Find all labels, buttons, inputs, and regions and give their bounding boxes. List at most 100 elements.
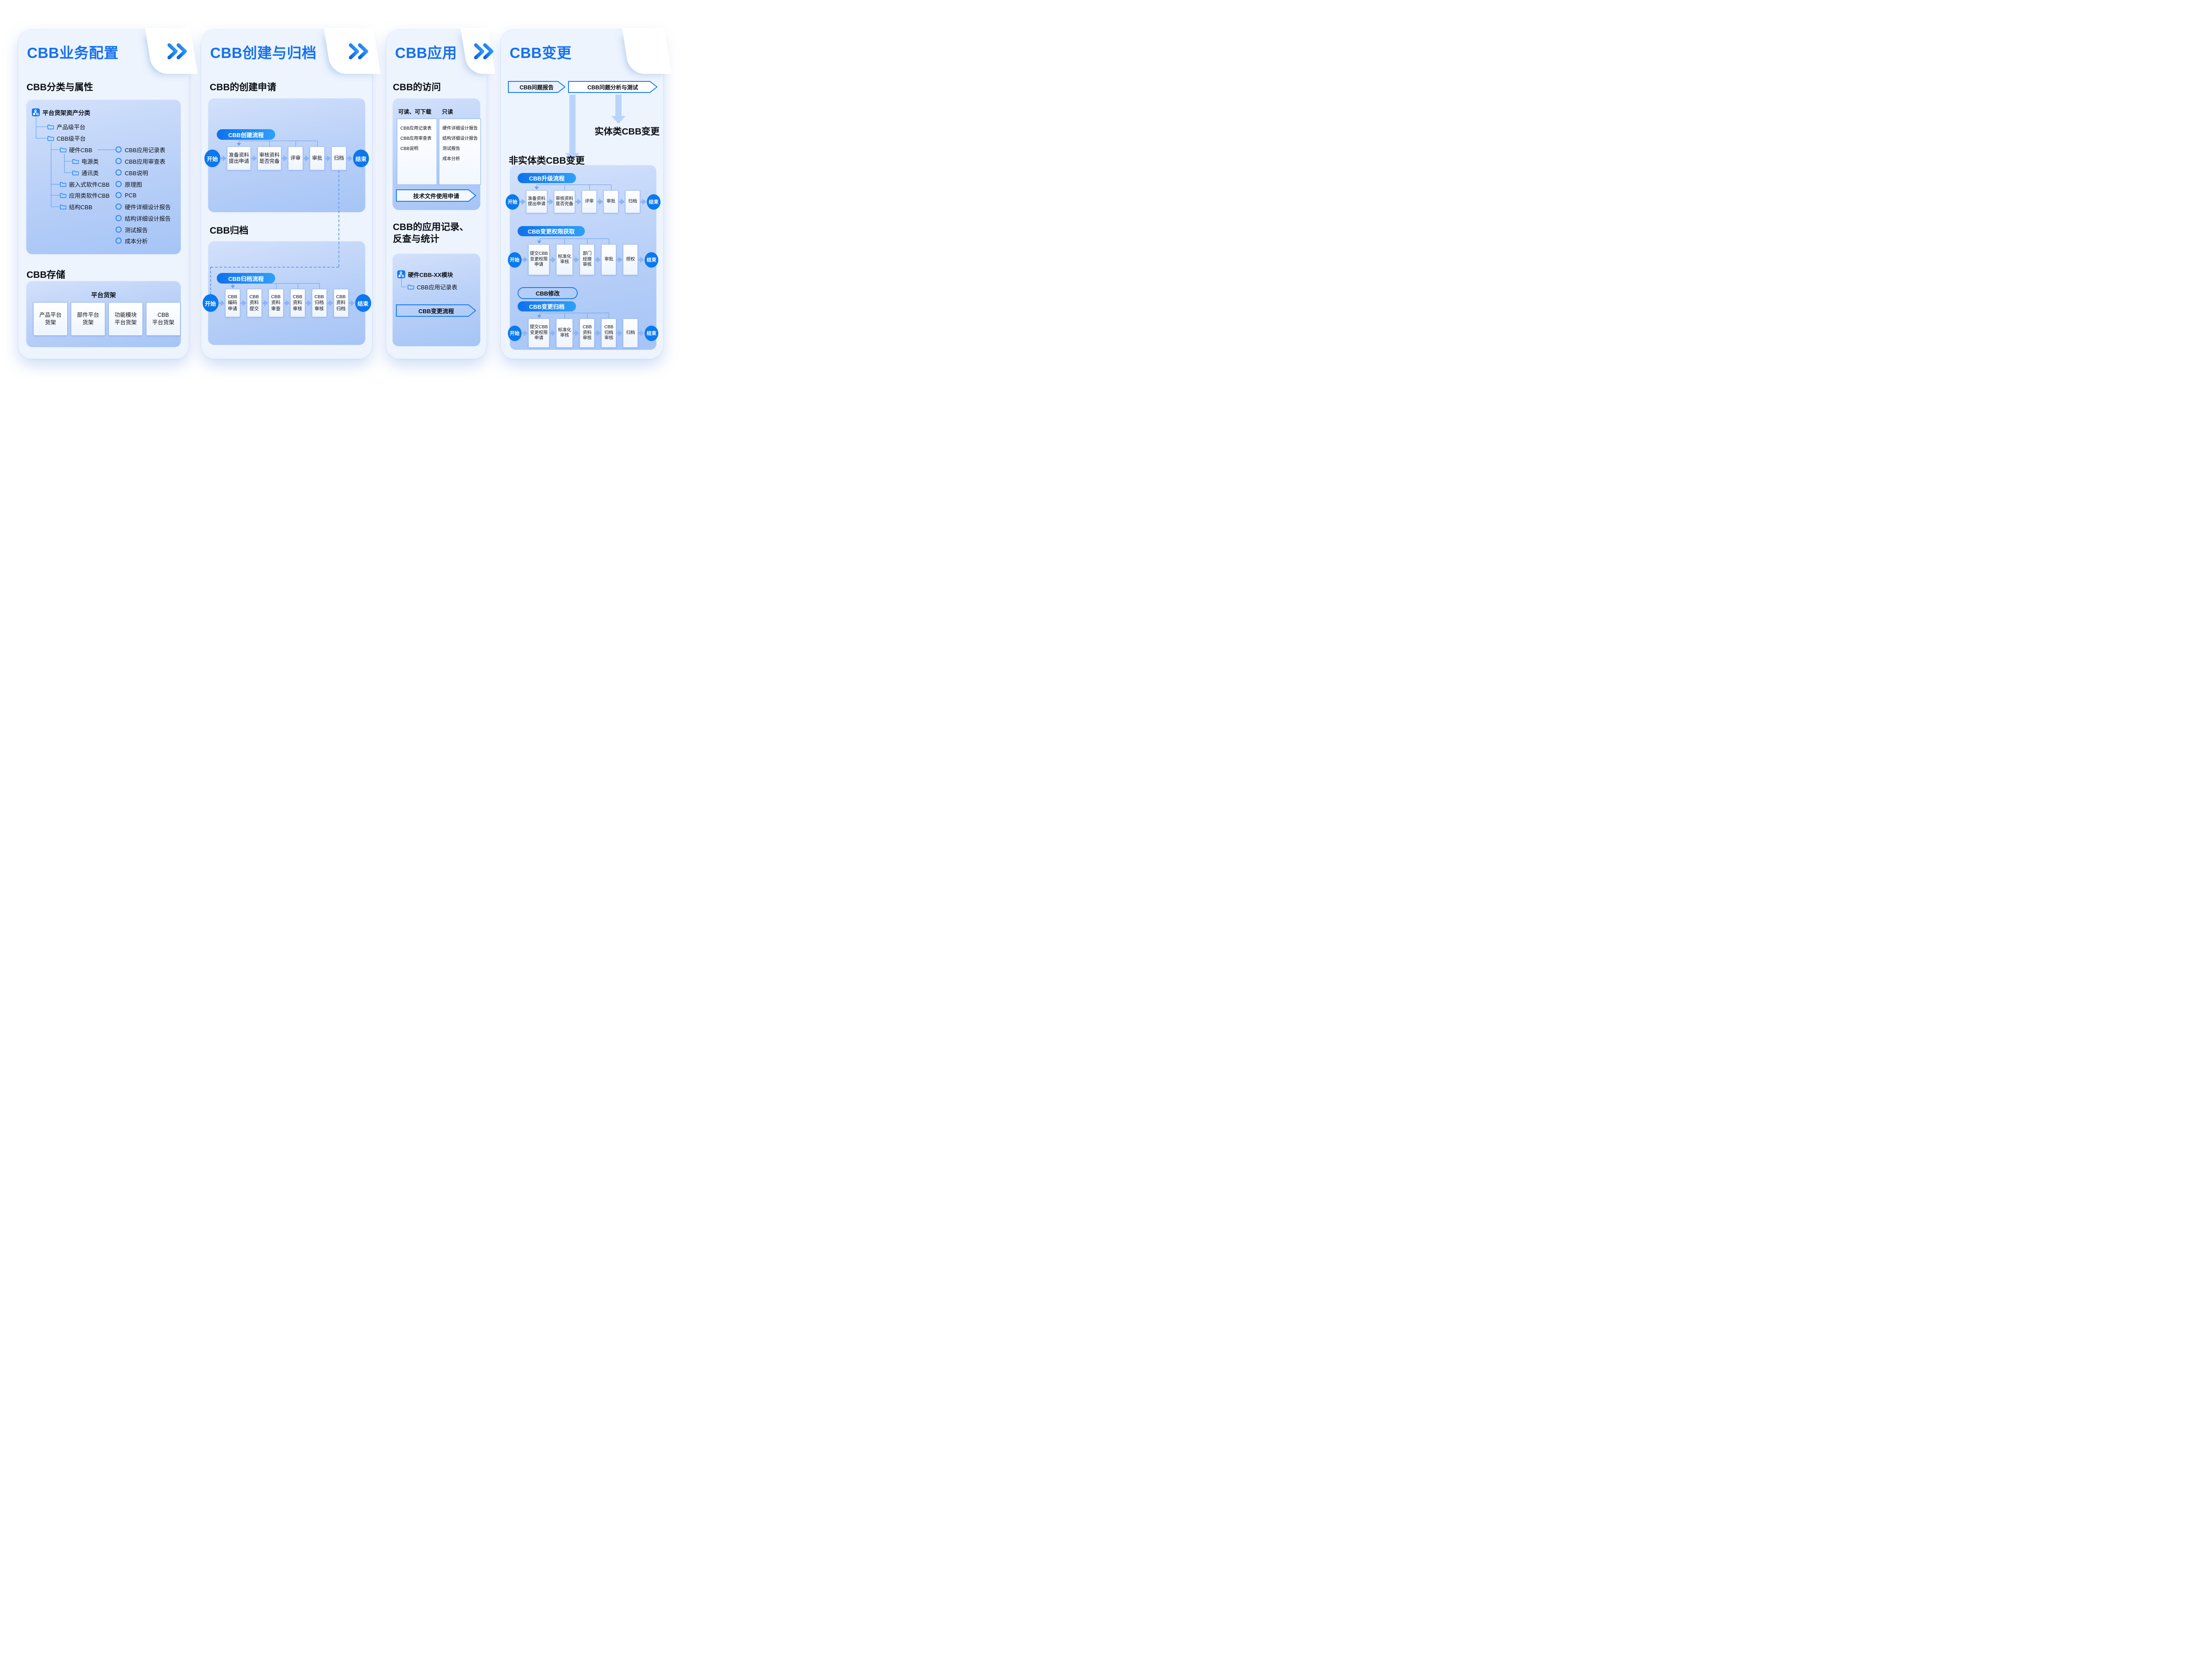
flow-arrow-icon: [349, 300, 355, 306]
flow-start-node: 开始: [506, 194, 519, 210]
panel-cbb-config: CBB业务配置 CBB分类与属性 平台货架资产分类 产品级平台: [18, 28, 198, 359]
flow-arrow-icon: [550, 257, 556, 263]
doc-label: 结构详细设计报告: [125, 215, 171, 222]
flow-arrow-icon: [595, 257, 601, 263]
flow-step-box: 部门 经理 审核: [580, 244, 595, 275]
panel-title: CBB变更: [510, 45, 572, 61]
flow-step-box: 评审: [288, 146, 303, 170]
network-node-icon: [397, 270, 405, 278]
feedback-line: [317, 141, 318, 146]
flow-step-box: 审批: [603, 190, 618, 213]
tree-item-label: 嵌入式软件CBB: [69, 181, 110, 188]
flow-step-box: CBB 资料 审查: [268, 289, 284, 317]
section-heading-archive: CBB归档: [210, 226, 249, 236]
access-card: 可读、可下载 只读 CBB应用记录表 CBB应用审查表 CBB说明 硬件详细设计…: [392, 98, 481, 210]
dashed-connector-line: [210, 267, 211, 294]
panel-cbb-apply: CBB应用 CBB的访问 可读、可下载 只读 CBB应用记录表 CBB应用审查表…: [386, 28, 495, 359]
flow-step-box: 审批: [601, 244, 617, 275]
doc-item: 测试报告: [115, 226, 148, 234]
feedback-line: [587, 313, 588, 319]
flow-arrow-icon: [548, 199, 553, 205]
flow-arrow-icon: [282, 155, 288, 161]
feedback-line: [539, 313, 540, 316]
flow-step-box: CBB 资料 审核: [580, 319, 595, 348]
doc-label: CBB应用审查表: [125, 158, 165, 165]
flow-arrow-icon: [638, 330, 645, 336]
circle-ring-icon: [115, 204, 122, 210]
tree-item-label: 结构CBB: [69, 204, 92, 211]
flow-arrow-icon: [576, 199, 581, 205]
dashed-connector-line: [210, 267, 339, 268]
flow-arrow-icon: [520, 199, 526, 205]
feedback-line: [587, 238, 588, 244]
tree-root-label: 硬件CBB-XX模块: [408, 271, 453, 278]
flow-arrow-icon: [262, 300, 268, 306]
flow-step-box: CBB 编码 申请: [225, 289, 240, 317]
section-heading-create-request: CBB的创建申请: [210, 82, 276, 92]
feedback-arrowhead-icon: [537, 241, 541, 244]
feedback-rail-line: [539, 238, 609, 239]
doc-item: 原理图: [115, 180, 142, 188]
flow-step-box: 审核资料 是否完备: [554, 190, 575, 213]
tree-line: [401, 278, 402, 287]
banner-problem-analysis: CBB问题分析与测试: [568, 81, 657, 93]
feedback-line: [539, 238, 540, 242]
section-heading-classification: CBB分类与属性: [27, 82, 93, 92]
feedback-line: [319, 283, 320, 289]
tree-item: CBB级平台: [47, 134, 86, 142]
flow-step-box: 授权: [623, 244, 638, 275]
flow-arrow-icon: [522, 257, 528, 263]
flow-step-box: 评审: [582, 190, 597, 213]
doc-item: CBB应用记录表: [115, 146, 165, 154]
flow-arrow-icon: [305, 300, 311, 306]
flow-arrow-icon: [595, 330, 601, 336]
access-doc: 结构详细设计报告: [442, 136, 478, 141]
access-doc: 成本分析: [442, 157, 460, 161]
down-arrow-nonentity: [565, 95, 580, 161]
banner-tech-doc-request: 技术文件使用申请: [396, 189, 476, 202]
section-heading-records-line1: CBB的应用记录、: [393, 222, 469, 232]
doc-label: 成本分析: [125, 238, 148, 245]
flow-arrow-icon: [251, 155, 257, 161]
access-doc: 测试报告: [442, 146, 460, 151]
tree-item-label: 通讯类: [81, 169, 99, 177]
circle-ring-icon: [115, 146, 122, 153]
access-doc: 硬件详细设计报告: [442, 126, 478, 131]
flow-arrow-icon: [573, 257, 580, 263]
flow-step-box: 标准化 审核: [556, 244, 573, 275]
cbb-permission-flow: 开始提交CBB 变更权限 申请标准化 审核部门 经理 审核审批授权结束: [507, 235, 659, 284]
tree-item-label: CBB应用记录表: [417, 284, 457, 291]
flow-step-box: CBB 归档 审核: [601, 319, 617, 348]
flow-step-box: 审批: [310, 146, 325, 170]
tree-item: 通讯类: [72, 169, 99, 177]
panel-body: CBB的创建申请 CBB创建流程 开始准备资料 提出申请审核资料 是否完备评审审…: [201, 30, 372, 359]
flow-arrow-icon: [347, 155, 353, 161]
flow-arrow-icon: [638, 257, 645, 263]
flow-arrow-icon: [597, 199, 603, 205]
tree-item: 应用类软件CBB: [60, 191, 110, 199]
circle-ring-icon: [115, 227, 122, 233]
flow-step-box: 提交CBB 变更权限 申请: [528, 319, 550, 348]
folder-icon: [60, 147, 66, 153]
doc-item: CBB说明: [115, 169, 148, 177]
flow-step-box: 准备资料 提出申请: [227, 146, 251, 170]
section-heading-nonentity: 非实体类CBB变更: [509, 156, 585, 166]
tree-item: 嵌入式软件CBB: [60, 180, 110, 188]
access-readable-box: CBB应用记录表 CBB应用审查表 CBB说明: [397, 119, 437, 185]
feedback-arrowhead-icon: [237, 143, 241, 146]
doc-label: 硬件详细设计报告: [125, 204, 171, 211]
flow-pill-permission: CBB变更权限获取: [518, 226, 585, 236]
folder-icon: [407, 284, 414, 290]
doc-item: 硬件详细设计报告: [115, 203, 171, 211]
storage-card: 平台货架 产品平台 货架 部件平台 货架 功能模块 平台货架 CBB 平台货架: [26, 281, 181, 347]
banner-problem-report: CBB问题报告: [508, 81, 565, 93]
circle-ring-icon: [115, 215, 122, 221]
double-chevron-right-icon: [348, 42, 369, 61]
doc-label: PCB: [125, 192, 137, 199]
flow-step-box: 标准化 审核: [556, 319, 573, 348]
flow-end-node: 结束: [353, 150, 369, 167]
doc-item: CBB应用审查表: [115, 157, 165, 165]
folder-icon: [47, 124, 54, 130]
folder-icon: [72, 170, 79, 176]
flow-arrow-icon: [550, 330, 556, 336]
